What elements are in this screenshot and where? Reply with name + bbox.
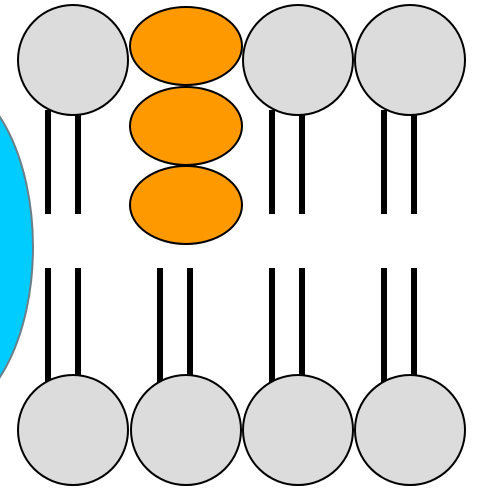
top-lipid-head-4: [354, 4, 466, 116]
lipid-tails: [45, 110, 417, 383]
bottom-lipid-head-3: [242, 374, 354, 486]
cyan-shape: [0, 115, 34, 379]
bottom-lipid-head-2: [130, 374, 242, 486]
orange-ellipse-1: [129, 6, 243, 86]
bottom-lipid-head-4: [354, 374, 466, 486]
orange-stack: [129, 6, 243, 245]
top-leaflet: [17, 4, 466, 116]
cyan-ellipse: [0, 115, 34, 379]
orange-ellipse-3: [129, 165, 243, 245]
top-lipid-head-1: [17, 4, 129, 116]
bottom-leaflet: [17, 374, 466, 486]
orange-ellipse-2: [129, 86, 243, 166]
bottom-lipid-head-1: [17, 374, 129, 486]
top-lipid-head-3: [242, 4, 354, 116]
